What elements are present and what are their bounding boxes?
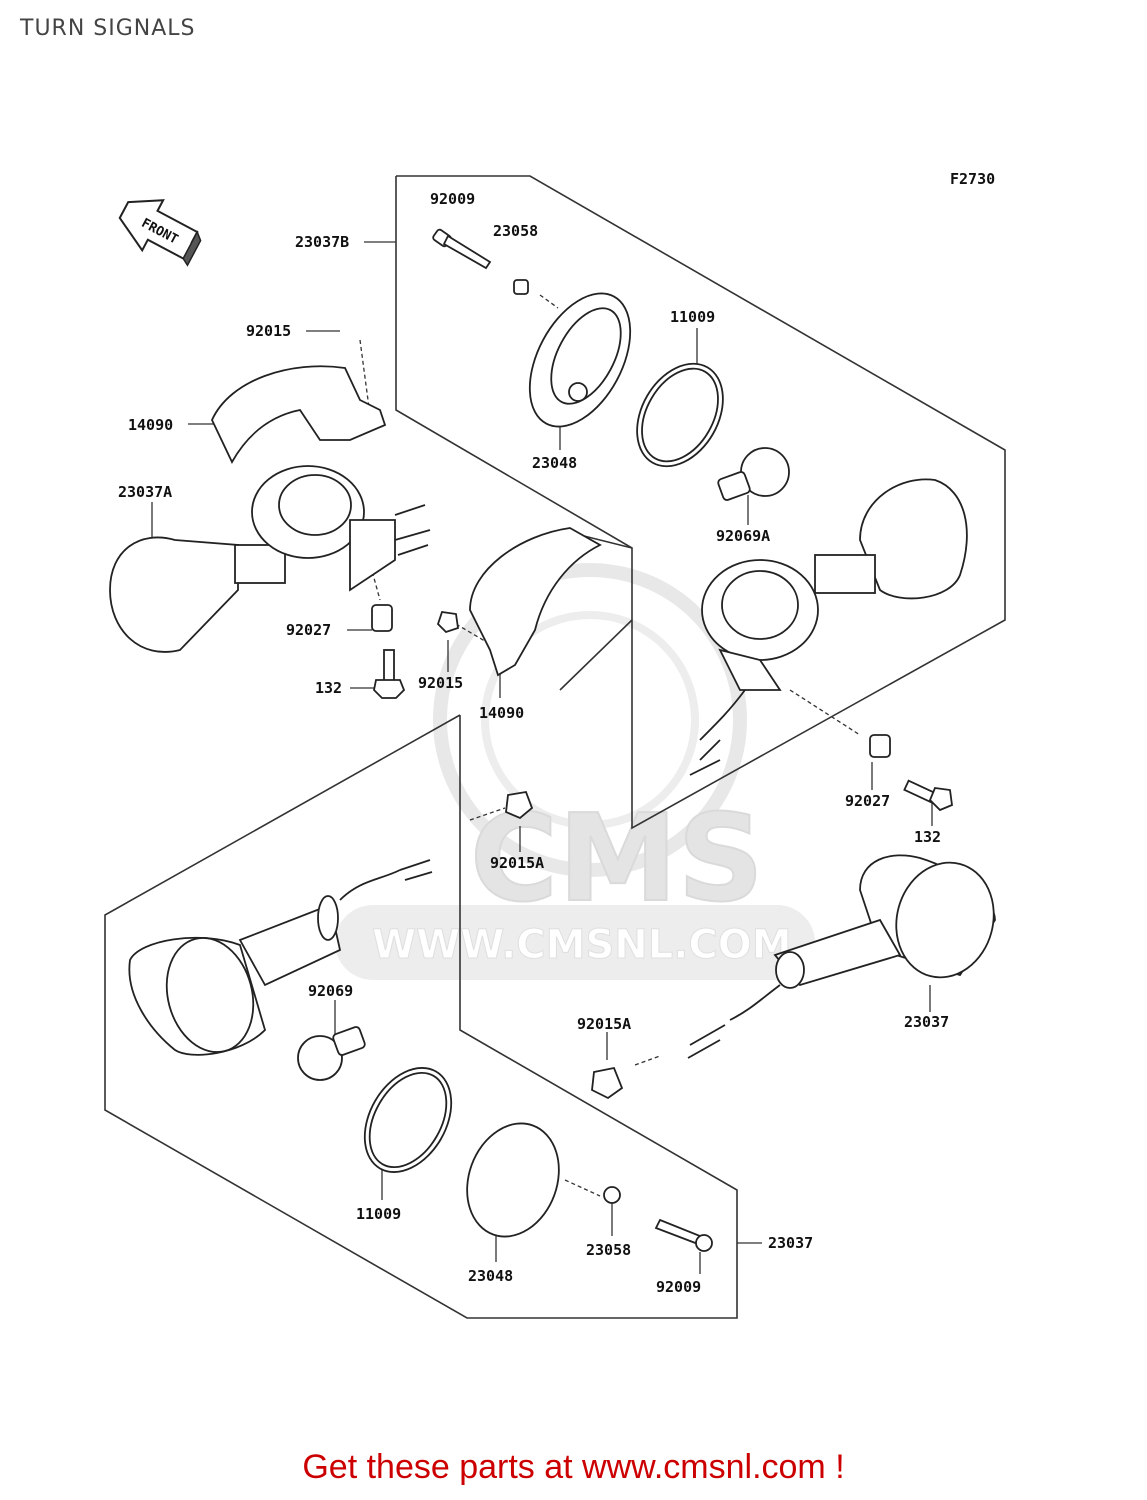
part-labels: 23037B 92009 23058 11009 23048 92069A 92… [118,190,949,1296]
label-11009-top: 11009 [670,308,715,326]
part-drawings [109,228,996,1252]
turn-signal-23037A [109,465,431,653]
label-23037-right: 23037 [904,1013,949,1031]
nut-92015A-top [505,790,534,820]
label-23058-top: 23058 [493,222,538,240]
page-title: TURN SIGNALS [20,16,196,41]
label-92015-a: 92015 [246,322,291,340]
front-arrow-icon: FRONT [118,199,202,267]
bulb-icon-92069 [297,1026,366,1081]
label-92009-bottom: 92009 [656,1278,701,1296]
label-23037B: 23037B [295,233,349,251]
turn-signal-23037B [689,478,968,776]
bracket-cover-left [211,365,387,464]
label-14090-b: 14090 [479,704,524,722]
nut-icon [513,279,529,295]
collar-92027-left [371,604,393,632]
label-92027-b: 92027 [845,792,890,810]
parts-diagram: CMS WWW.CMSNL.COM FRONT F2730 [104,170,1006,1319]
label-92069A: 92069A [716,527,770,545]
label-132-a: 132 [315,679,342,697]
bolt-132-left [373,649,406,699]
turn-signal-front-left [128,859,433,1056]
turn-signal-front-right [687,854,996,1059]
label-92015-b: 92015 [418,674,463,692]
nut-92015 [436,611,459,634]
label-14090-a: 14090 [128,416,173,434]
label-23048-bottom: 23048 [468,1267,513,1285]
label-23037A: 23037A [118,483,172,501]
label-92015A-b: 92015A [577,1015,631,1033]
label-92009-top: 92009 [430,190,475,208]
lens-rim-bottom [466,1122,560,1238]
label-132-b: 132 [914,828,941,846]
label-11009-bottom: 11009 [356,1205,401,1223]
screw-icon [432,228,492,270]
label-92069: 92069 [308,982,353,1000]
screw-icon-bottom [654,1218,713,1252]
label-92015A-a: 92015A [490,854,544,872]
label-23037-bottom: 23037 [768,1234,813,1252]
bolt-132-right [903,779,953,812]
nut-92015A-bottom [591,1066,624,1100]
footer-link[interactable]: Get these parts at www.cmsnl.com ! [302,1448,845,1486]
label-23058-bottom: 23058 [586,1241,631,1259]
bracket-cover-middle [469,527,602,677]
group-outline-front [104,714,738,1319]
watermark-url: WWW.CMSNL.COM [372,922,792,968]
watermark: CMS WWW.CMSNL.COM [335,563,815,980]
bulb-icon-top [717,447,790,501]
label-23048-top: 23048 [532,454,577,472]
collar-92027-right [869,734,891,758]
group-outline-rear-right [395,175,1006,830]
nut-23058-bottom [603,1186,621,1204]
label-92027-a: 92027 [286,621,331,639]
figure-code: F2730 [950,170,995,188]
